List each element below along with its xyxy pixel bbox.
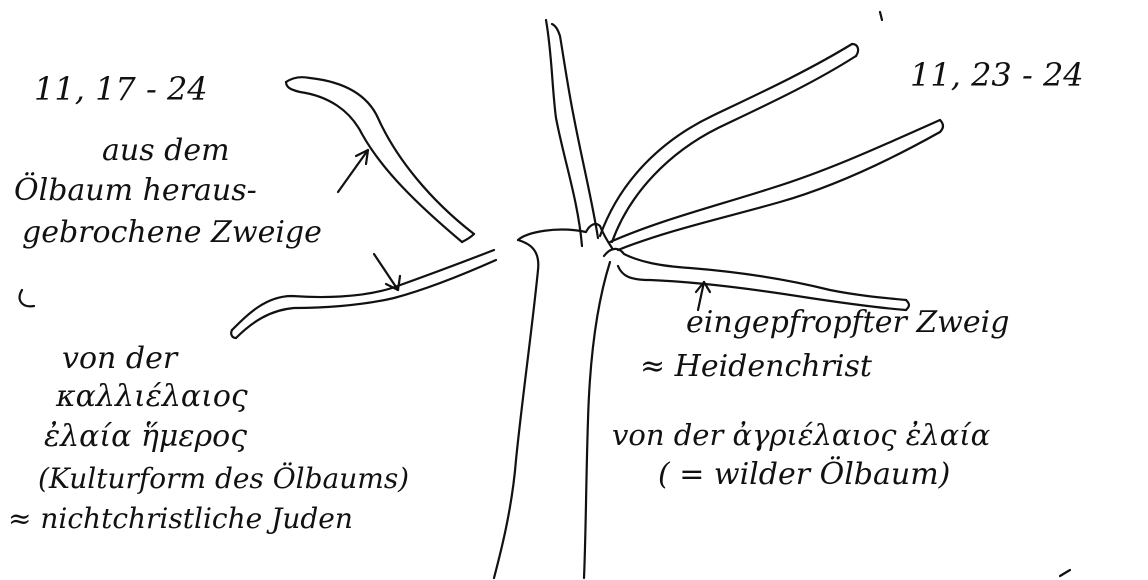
grafted-branch	[604, 249, 909, 310]
left-origin-line-2: καλλιέλαιος	[56, 380, 248, 414]
arrow-to-upper-broken	[338, 150, 368, 192]
left-label-line-1: aus dem	[102, 134, 230, 168]
arrow-to-lower-broken	[374, 254, 400, 290]
right-origin-line-2: ( = wilder Ölbaum)	[658, 458, 950, 492]
page-mark-bottom	[1060, 570, 1070, 576]
right-origin-line-1: von der ἀγριέλαιος ἐλαία	[612, 418, 990, 452]
page-mark-left	[20, 290, 34, 306]
page-mark-top	[880, 12, 882, 20]
left-origin-line-5: ≈ nichtchristliche Juden	[8, 502, 353, 536]
trunk	[494, 224, 612, 578]
grafted-branch-meaning: ≈ Heidenchrist	[640, 350, 872, 384]
left-label-line-3: gebrochene Zweige	[22, 216, 322, 250]
left-origin-line-1: von der	[62, 342, 177, 376]
right-verse-reference: 11, 23 - 24	[910, 58, 1084, 92]
left-label-line-2: Ölbaum heraus-	[14, 174, 257, 208]
branch-upper-right	[600, 44, 858, 242]
branch-mid-right	[610, 120, 943, 250]
left-verse-reference: 11, 17 - 24	[34, 72, 208, 106]
left-origin-line-3: ἐλαία ἥμερος	[44, 420, 247, 454]
broken-branch-lower-left	[231, 250, 496, 338]
grafted-branch-label: eingepfropfter Zweig	[686, 306, 1009, 340]
branch-center-up	[546, 20, 598, 246]
left-origin-line-4: (Kulturform des Ölbaums)	[38, 462, 409, 496]
